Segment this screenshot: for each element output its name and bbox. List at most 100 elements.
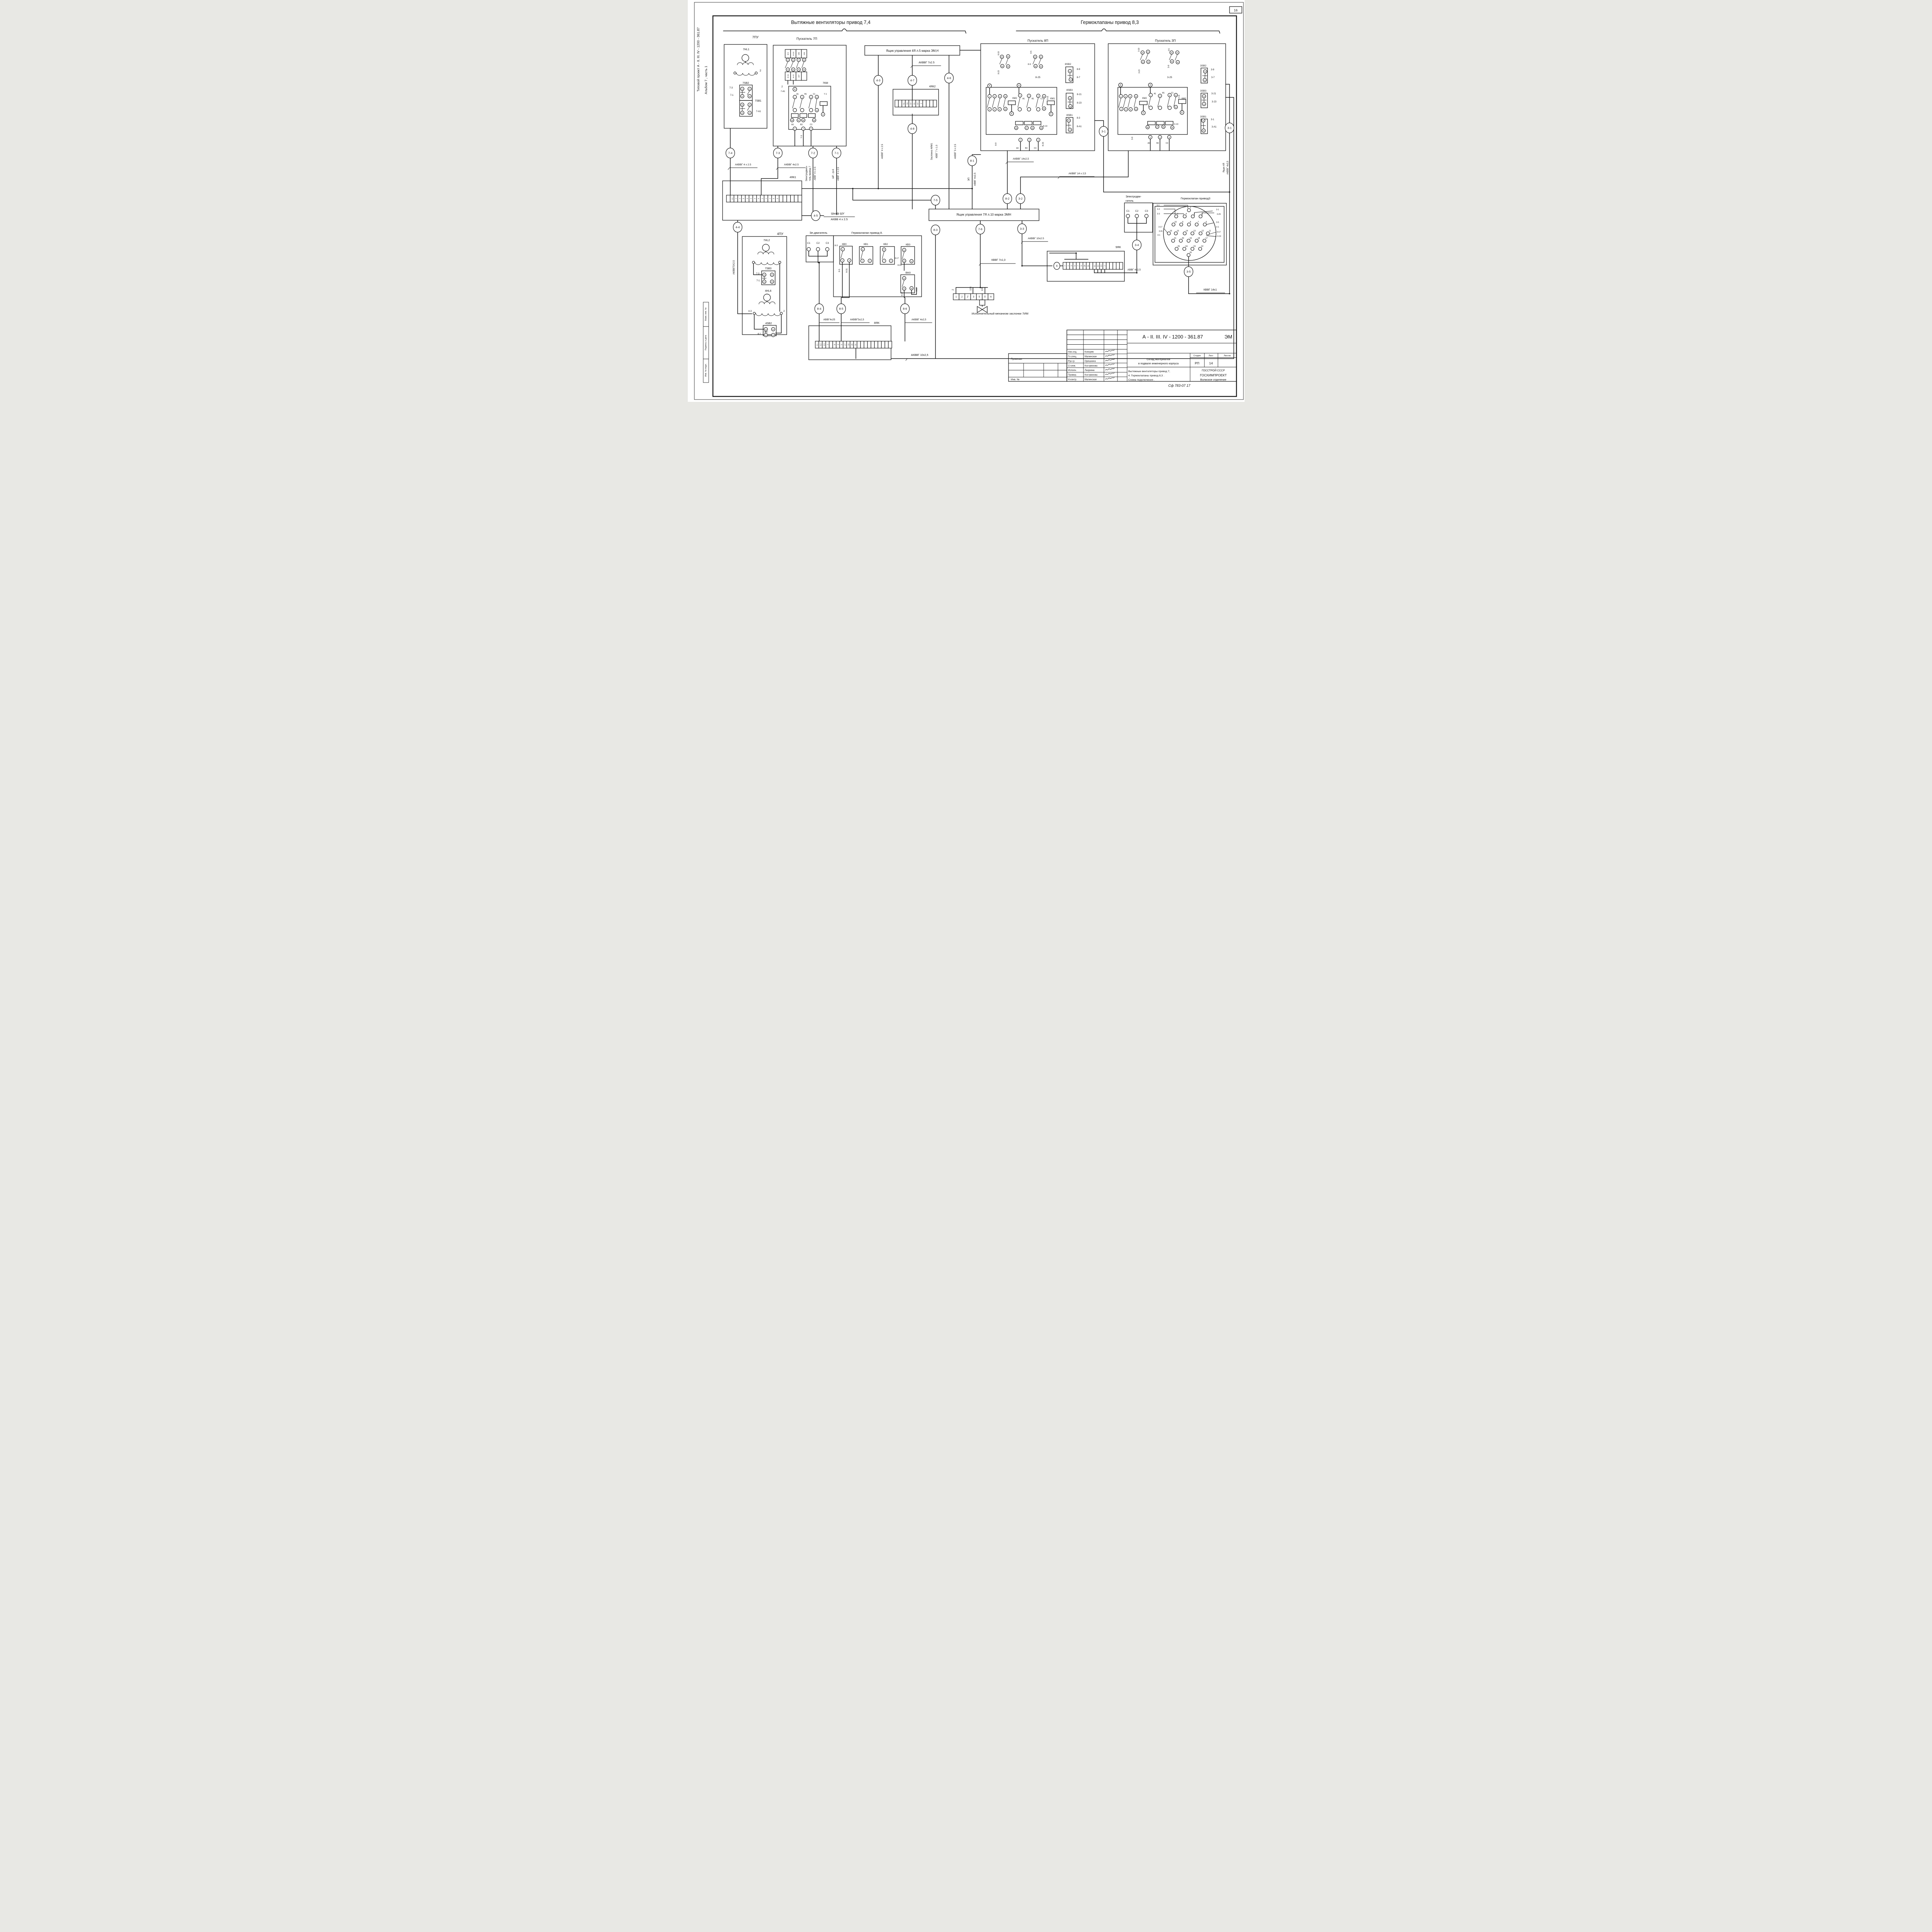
coil-KM2 bbox=[1007, 100, 1016, 105]
contact-label: 61 bbox=[1007, 56, 1009, 58]
terminal-label: А1 bbox=[731, 197, 733, 200]
label: 3-9 bbox=[1131, 137, 1134, 140]
symbol-stroke bbox=[999, 58, 1002, 65]
contact-label: 15 bbox=[910, 287, 913, 289]
box-motor-3 bbox=[1124, 202, 1153, 233]
doc-number: А - II. III. IV - 1200 - 361.87 bbox=[1142, 334, 1203, 340]
symbol-stroke bbox=[1032, 58, 1035, 65]
symbol-stroke bbox=[776, 167, 778, 170]
contact-label: 13 bbox=[741, 88, 743, 90]
contact-label: 21 bbox=[771, 274, 773, 276]
lamp-7HL2 bbox=[762, 244, 770, 252]
contact bbox=[1148, 135, 1152, 139]
wire bbox=[1225, 97, 1234, 359]
node-3-2 bbox=[1015, 193, 1025, 204]
contact bbox=[997, 107, 1002, 112]
contact bbox=[1068, 128, 1072, 132]
label: А1 bbox=[796, 93, 798, 95]
node-label: 4-5 bbox=[813, 214, 818, 218]
contact-label: А bbox=[1120, 84, 1121, 87]
label: 3-21 bbox=[1211, 93, 1216, 95]
node-4-4 bbox=[733, 222, 742, 233]
contact-label: 2 bbox=[989, 109, 990, 111]
contact-label: 6 bbox=[869, 260, 870, 262]
contact-label: 62 bbox=[1147, 61, 1150, 63]
terminal bbox=[1116, 262, 1120, 270]
contact bbox=[740, 94, 744, 99]
contact-label: 1 bbox=[842, 260, 843, 262]
terminal bbox=[1105, 262, 1110, 270]
sig-name: Орешкина bbox=[1085, 360, 1096, 362]
contact-label: А bbox=[1018, 85, 1020, 87]
node-7-5 bbox=[930, 195, 940, 206]
node-8-5 bbox=[836, 303, 846, 314]
contact-label: А bbox=[1150, 84, 1151, 87]
node-label: 3-4 bbox=[1134, 243, 1139, 247]
contact-label: А bbox=[794, 88, 796, 91]
label: Электродви- bbox=[1126, 196, 1141, 198]
contact bbox=[1042, 94, 1046, 99]
label: 7-1 bbox=[730, 94, 733, 97]
contact bbox=[1148, 105, 1153, 110]
contact bbox=[1128, 107, 1133, 112]
label: АВВГ4х25 bbox=[823, 318, 835, 321]
title-block: А - II. III. IV - 1200 - 361.87 ЭМ Склад… bbox=[1008, 330, 1237, 388]
symbol-stroke bbox=[1017, 97, 1020, 108]
project-line: Склад материалов bbox=[1146, 358, 1170, 361]
label: 3-9 bbox=[1211, 69, 1214, 71]
sheets-label: Листов bbox=[1224, 355, 1231, 357]
contact bbox=[1119, 107, 1123, 111]
box-7SB3 bbox=[761, 270, 776, 285]
contact bbox=[770, 272, 774, 277]
contact bbox=[1018, 93, 1022, 98]
contact-label: 3 bbox=[1125, 95, 1126, 97]
node-8-1 bbox=[967, 155, 977, 166]
label: 9ЯК bbox=[1116, 245, 1121, 249]
contact-label: 4 bbox=[1125, 109, 1126, 111]
contact bbox=[992, 107, 997, 112]
node-label: 3-1 bbox=[1227, 126, 1231, 130]
symbol-stroke bbox=[1134, 98, 1136, 107]
contact-label: 97 bbox=[798, 119, 800, 121]
contact bbox=[1003, 94, 1007, 99]
label: В1 bbox=[1031, 98, 1034, 100]
contact bbox=[1039, 54, 1043, 59]
contact bbox=[840, 247, 845, 252]
contact bbox=[800, 95, 804, 99]
contact-label: 53 bbox=[1170, 52, 1173, 54]
contact bbox=[786, 58, 790, 62]
pin bbox=[1198, 247, 1202, 251]
terminal-label: 61 bbox=[913, 102, 915, 105]
signature-squiggle bbox=[1105, 363, 1114, 366]
pin bbox=[1202, 223, 1207, 226]
box-9YaK bbox=[1046, 251, 1125, 282]
pin-number: 10 bbox=[1174, 221, 1177, 223]
sig-name: Конорев bbox=[1085, 351, 1094, 354]
contact-label: 3 bbox=[849, 260, 850, 262]
contact-label: 5 bbox=[999, 95, 1000, 97]
contact-label: 54 bbox=[1171, 61, 1173, 63]
stage-value: РП bbox=[1195, 361, 1199, 365]
label: 4HL6 bbox=[765, 290, 771, 293]
contact-label: 22 bbox=[772, 334, 774, 336]
label: КВ0 bbox=[842, 243, 847, 246]
box-KV2 bbox=[879, 246, 895, 265]
contact-label: 5 bbox=[1169, 94, 1170, 96]
contact bbox=[1158, 94, 1162, 98]
symbol-stroke bbox=[796, 61, 799, 68]
contact-label: 96 bbox=[813, 119, 815, 121]
terminal-label: 4 bbox=[757, 198, 760, 199]
pin bbox=[1202, 239, 1206, 243]
box-3SB2 bbox=[1200, 68, 1208, 83]
label: С1 bbox=[813, 93, 815, 95]
junction-dot bbox=[818, 262, 820, 264]
sheet-value: 14 bbox=[1209, 361, 1213, 365]
label: С2 bbox=[816, 242, 820, 245]
coil-winding bbox=[759, 301, 775, 304]
org-line: ГОСХИМПРОЕКТ bbox=[1200, 373, 1226, 377]
label: А3 bbox=[791, 124, 793, 126]
pin bbox=[1173, 231, 1178, 235]
contact bbox=[1155, 124, 1159, 129]
label: Шкаф ШУ bbox=[831, 212, 844, 215]
node-8-6 bbox=[900, 303, 910, 314]
